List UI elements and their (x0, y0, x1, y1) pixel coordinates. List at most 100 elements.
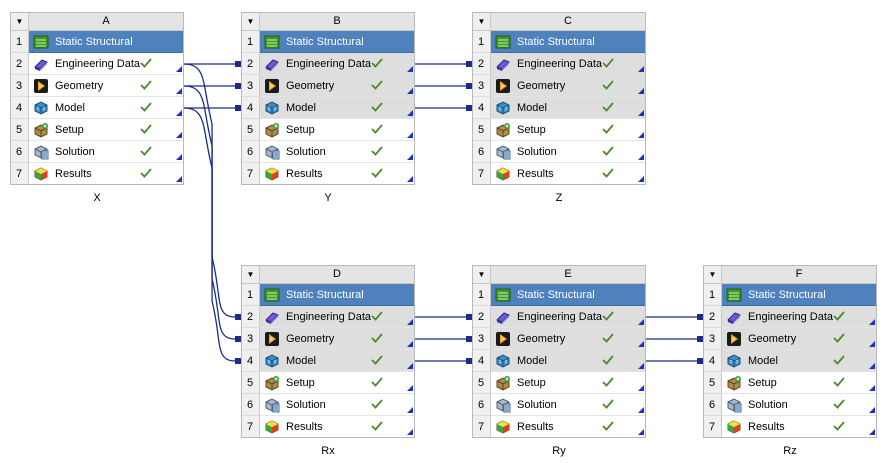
cell-body[interactable]: Static Structural (491, 284, 646, 306)
system-name[interactable]: Rz (783, 445, 797, 457)
collapse-menu-icon[interactable]: ▼ (703, 265, 722, 284)
cell-body[interactable]: Results (29, 163, 184, 185)
cell-body[interactable]: Model (260, 97, 415, 119)
cell-body[interactable]: Results (260, 163, 415, 185)
cell-body[interactable]: Model (491, 350, 646, 372)
system-name[interactable]: Z (555, 192, 563, 204)
cell-body[interactable]: Results (722, 416, 877, 438)
system-name[interactable]: Y (324, 192, 332, 204)
system-header[interactable]: ▼E (472, 265, 646, 284)
system-header[interactable]: ▼D (241, 265, 415, 284)
cell-body[interactable]: Engineering Data (491, 53, 646, 75)
cell-body[interactable]: Model (260, 350, 415, 372)
system-header[interactable]: ▼C (472, 12, 646, 31)
system-header[interactable]: ▼F (703, 265, 877, 284)
collapse-menu-icon[interactable]: ▼ (10, 12, 29, 31)
cell-body[interactable]: Geometry (491, 75, 646, 97)
collapse-menu-icon[interactable]: ▼ (472, 265, 491, 284)
collapse-menu-icon[interactable]: ▼ (472, 12, 491, 31)
cell-body[interactable]: Solution (29, 141, 184, 163)
cell-body[interactable]: Geometry (260, 75, 415, 97)
cell-body[interactable]: Setup (491, 372, 646, 394)
collapse-menu-icon[interactable]: ▼ (241, 12, 260, 31)
cell-body[interactable]: Engineering Data (491, 306, 646, 328)
cell-body[interactable]: Setup (260, 372, 415, 394)
system-name[interactable]: X (93, 192, 101, 204)
cell-body[interactable]: Results (260, 416, 415, 438)
cell-body[interactable]: Solution (260, 141, 415, 163)
cell-body[interactable]: Model (29, 97, 184, 119)
cell-body[interactable]: Model (722, 350, 877, 372)
cell-body[interactable]: Static Structural (260, 31, 415, 53)
cell-body[interactable]: Geometry (260, 328, 415, 350)
cell-body[interactable]: Static Structural (722, 284, 877, 306)
cell-body[interactable]: Results (491, 416, 646, 438)
cell-body[interactable]: Static Structural (491, 31, 646, 53)
cell-body[interactable]: Setup (29, 119, 184, 141)
cell-body[interactable]: Static Structural (260, 284, 415, 306)
system-header[interactable]: ▼A (10, 12, 184, 31)
cell-body[interactable]: Solution (491, 141, 646, 163)
cell-body[interactable]: Geometry (722, 328, 877, 350)
system-name[interactable]: Ry (552, 445, 566, 457)
cell-body[interactable]: Solution (722, 394, 877, 416)
cell-body[interactable]: Engineering Data (260, 53, 415, 75)
cell-body[interactable]: Results (491, 163, 646, 185)
cell-body[interactable]: Setup (722, 372, 877, 394)
cell-body[interactable]: Geometry (491, 328, 646, 350)
collapse-menu-icon[interactable]: ▼ (241, 265, 260, 284)
cell-body[interactable]: Engineering Data (260, 306, 415, 328)
cell-body[interactable]: Solution (491, 394, 646, 416)
cell-body[interactable]: Static Structural (29, 31, 184, 53)
cell-body[interactable]: Model (491, 97, 646, 119)
cell-body[interactable]: Engineering Data (29, 53, 184, 75)
cell-body[interactable]: Geometry (29, 75, 184, 97)
